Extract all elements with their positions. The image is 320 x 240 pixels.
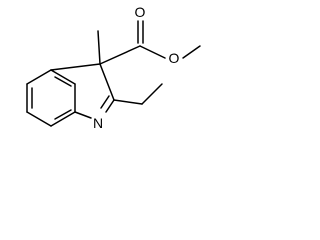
atom-label-ester-oxygen: O [169, 50, 180, 66]
bond-c2-n1 [105, 99, 115, 113]
bond-c2-ch2 [113, 99, 143, 105]
bond-c3a-c4 [26, 69, 52, 85]
atom-label-nitrogen: N [93, 115, 103, 131]
bond-ch2-ch3 [141, 83, 163, 105]
atom-label-carbonyl-oxygen: O [135, 4, 146, 20]
bond-n1-c7a [74, 111, 92, 119]
bond-c3-methyl [97, 30, 101, 65]
bond-aromatic-inner-3 [54, 76, 72, 87]
bond-c6-c7 [50, 111, 76, 127]
bond-c2-n1-double [100, 95, 110, 109]
bond-c5-c6 [26, 111, 52, 127]
molecule-svg: O O N [26, 4, 201, 131]
bond-carbonyl-ester-o [139, 45, 166, 59]
bond-ester-o-methyl [182, 45, 201, 59]
bond-c3-c2 [99, 63, 115, 101]
bond-c3a-c3 [50, 63, 101, 71]
structure-diagram: O O N [0, 0, 212, 152]
bond-c7a-c3a [50, 69, 76, 85]
bond-aromatic-inner-2 [54, 109, 72, 120]
bond-c3-carbonyl [99, 45, 141, 65]
